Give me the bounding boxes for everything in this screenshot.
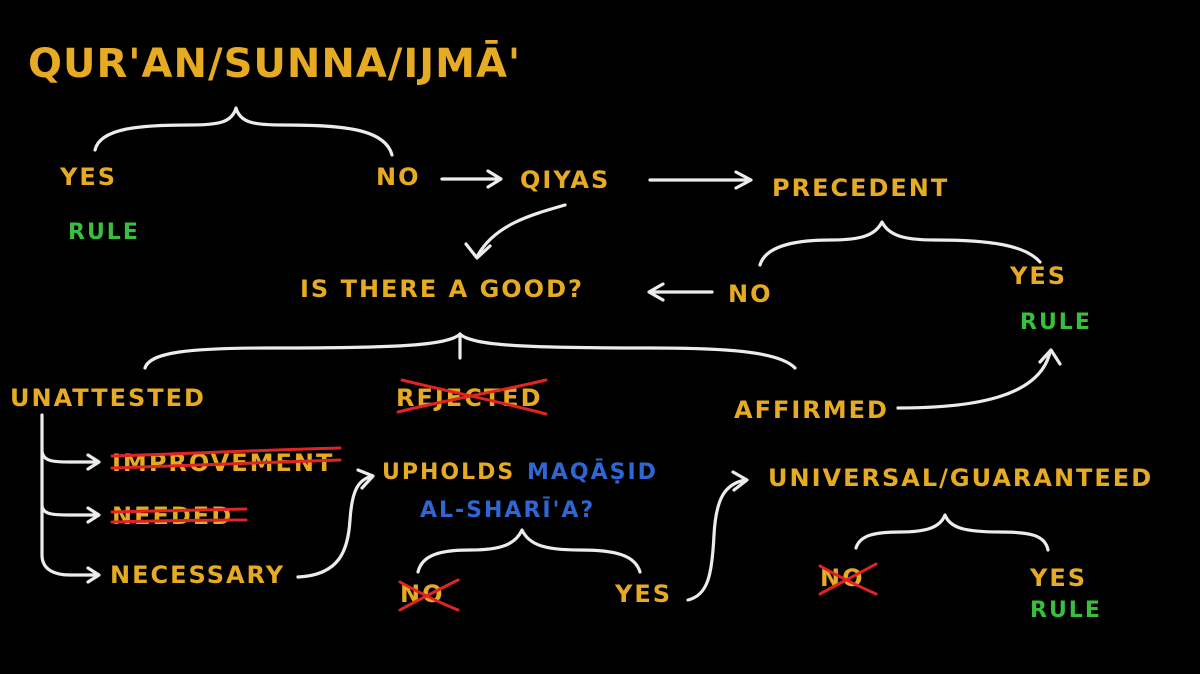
brace-precedent (758, 220, 1042, 267)
rule-node-3: RULE (1030, 598, 1102, 623)
no-node-2: NO (728, 280, 773, 308)
affirmed-node: AFFIRMED (734, 396, 889, 424)
yes-node-4: YES (1030, 564, 1088, 592)
yes-node-2: YES (1010, 262, 1068, 290)
maqasid-node: MAQĀṢID (527, 460, 658, 485)
arrow-necessary-to-upholds (296, 468, 375, 579)
rule-node-1: RULE (68, 220, 140, 245)
arrow-no-to-good (647, 282, 714, 302)
brace-title (93, 106, 394, 157)
yes-node-3: YES (615, 580, 673, 608)
qiyas-node: QIYAS (520, 166, 611, 194)
improvement-node: IMPROVEMENT (110, 446, 342, 480)
arrow-qiyas-to-precedent (648, 170, 753, 190)
no-node-1: NO (376, 163, 421, 191)
brace-maqasid (416, 528, 642, 574)
branch-unattested (40, 413, 72, 577)
arrow-yes-to-universal (686, 470, 749, 602)
universal-node: UNIVERSAL/GUARANTEED (768, 464, 1154, 492)
needed-node: NEEDED (110, 500, 248, 532)
arrow-necessary (68, 566, 101, 584)
arrow-improvement (68, 453, 101, 471)
necessary-node: NECESSARY (110, 561, 286, 589)
page-title: QUR'AN/SUNNA/IJMĀ' (28, 41, 522, 87)
precedent-node: PRECEDENT (772, 174, 950, 202)
rejected-node: REJECTED (396, 378, 548, 418)
good-question-node: IS THERE A GOOD? (300, 275, 584, 303)
strike-mark (396, 378, 548, 416)
arrow-affirmed-to-rule (896, 348, 1062, 410)
brace-good (143, 332, 797, 370)
no-node-3: NO (398, 578, 460, 612)
brace-universal (854, 513, 1050, 552)
strike-mark (398, 578, 460, 612)
needed-label: NEEDED (112, 502, 234, 530)
arrow-needed (68, 506, 101, 524)
strike-mark (110, 446, 342, 470)
strike-mark (110, 507, 248, 524)
arrow-qiyas-to-good (464, 203, 567, 260)
yes-node-1: YES (60, 163, 118, 191)
no-node-4: NO (818, 562, 878, 596)
strike-mark (818, 562, 878, 596)
rule-node-2: RULE (1020, 310, 1092, 335)
unattested-node: UNATTESTED (10, 384, 206, 412)
sharia-node: AL-SHARĪ'A? (420, 498, 596, 523)
arrow-no-to-qiyas (440, 169, 503, 189)
upholds-node: UPHOLDS (382, 460, 516, 485)
